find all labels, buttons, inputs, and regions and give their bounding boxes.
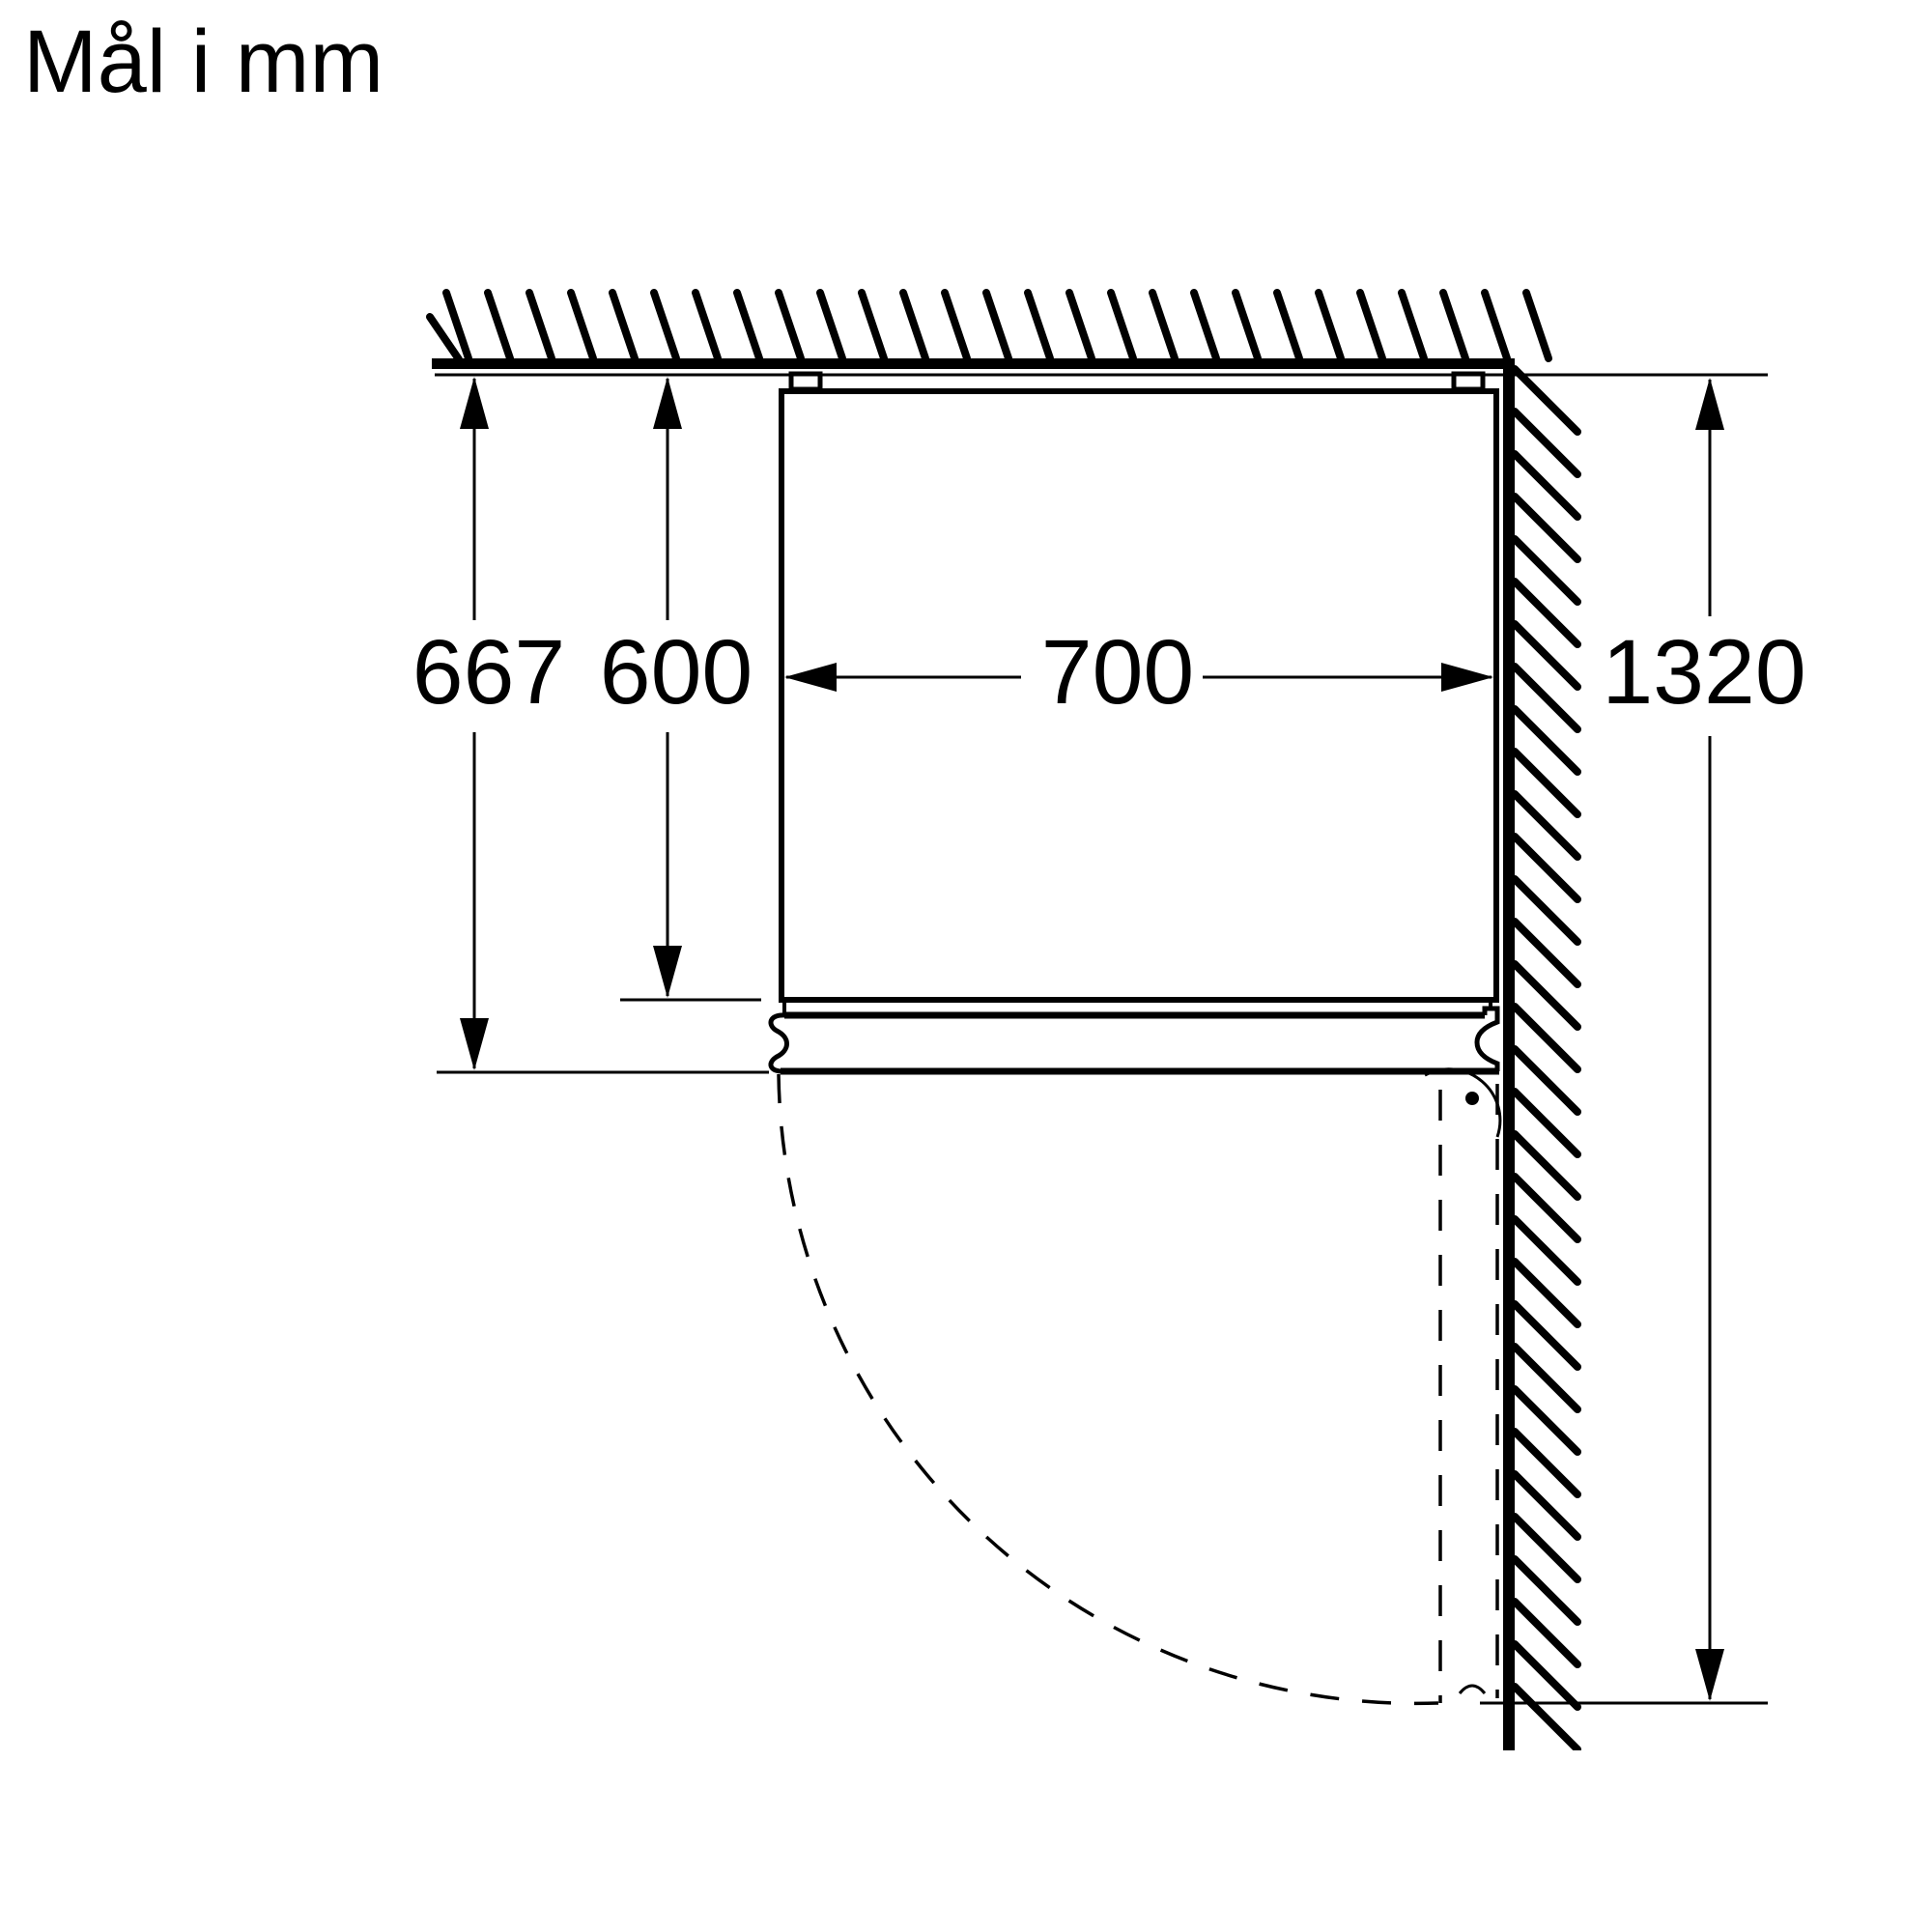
appliance-door [768,1000,1500,1075]
appliance-body [779,388,1499,1003]
hatch-stroke [1315,289,1345,362]
hatch-stroke [1511,918,1581,988]
arrowhead-left-icon [784,663,837,692]
hatch-stroke [1511,705,1581,776]
hatch-stroke [1511,365,1581,436]
arrowhead-up-icon [460,377,489,429]
hatch-stroke [1190,289,1220,362]
hatch-stroke [941,289,971,362]
hatch-stroke [1511,663,1581,733]
hatch-stroke [1511,1598,1581,1668]
hatch-stroke [526,289,555,362]
hatch-stroke [692,289,722,362]
open-door-edge-bump [1458,1684,1487,1694]
hatch-stroke [1273,289,1303,362]
hatch-stroke [1511,620,1581,691]
hatch-stroke [1511,1130,1581,1201]
hatch-stroke [442,289,472,362]
hatch-stroke [1511,408,1581,478]
hatch-stroke [484,289,514,362]
arrowhead-down-icon [653,946,682,998]
hinge-pivot-dot [1465,1092,1479,1105]
hatch-stroke [1511,578,1581,648]
hatch-stroke [1511,833,1581,903]
door-swing [777,1067,1502,1706]
hatch-stroke [1511,790,1581,861]
hatch-stroke [816,289,846,362]
wall-right-line [1503,358,1515,1750]
hatch-stroke [1511,450,1581,521]
hatch-stroke [1511,1343,1581,1413]
hatch-stroke [1511,960,1581,1031]
wall-hatching-top [426,289,1552,363]
hatch-stroke [567,289,597,362]
hatch-stroke [1511,875,1581,946]
hatch-stroke [1511,1470,1581,1541]
hatch-stroke [775,289,805,362]
hatch-stroke [609,289,639,362]
hatch-stroke [1511,1003,1581,1073]
hatch-stroke [1511,1555,1581,1626]
wall-hatching-right [1511,365,1581,1750]
dimension-1320: 1320 [1602,378,1806,1701]
hatch-stroke [1439,289,1469,362]
hatch-stroke [1511,1300,1581,1371]
hatch-stroke [982,289,1012,362]
dim-label-total-depth: 667 [412,621,566,724]
hatch-stroke [899,289,929,362]
hatch-stroke [1511,1258,1581,1328]
hatch-stroke [1232,289,1262,362]
hatch-stroke [1398,289,1428,362]
hatch-stroke [1065,289,1095,362]
hatch-stroke [1511,1385,1581,1456]
hatch-stroke [1511,493,1581,563]
hinge-rotation-arc [1424,1067,1502,1138]
arrowhead-up-icon [1695,378,1724,430]
hatch-stroke [426,313,463,363]
hatch-stroke [1511,1513,1581,1583]
dim-label-side-wall: 1320 [1602,621,1805,724]
arrowhead-up-icon [653,377,682,429]
diagram-title: Mål i mm [23,13,384,111]
hatch-stroke [1511,1683,1581,1750]
hatch-stroke [1356,289,1386,362]
hatch-stroke [1511,1640,1581,1711]
hinge-left [788,371,823,392]
arrowhead-right-icon [1441,663,1493,692]
hatch-stroke [1481,289,1511,362]
hatch-stroke [1511,1045,1581,1116]
wall-top-line [432,358,1515,369]
hatch-stroke [858,289,888,362]
dim-label-body-depth: 600 [600,621,753,724]
hinge-right [1451,371,1486,392]
arrowhead-down-icon [460,1018,489,1070]
door-swing-arc-dashed [777,1073,1439,1706]
dimension-600: 600 [600,377,753,998]
dimension-700: 700 [784,621,1493,724]
door-left-edge-profile [768,1012,789,1074]
hatch-stroke [1107,289,1137,362]
arrowhead-down-icon [1695,1649,1724,1701]
hatch-stroke [1511,1173,1581,1243]
hatch-stroke [1511,748,1581,818]
hatch-stroke [1522,289,1552,362]
hatch-stroke [733,289,763,362]
hatch-stroke [1511,1428,1581,1498]
hatch-stroke [1511,1215,1581,1286]
door-right-edge-profile [1474,1006,1500,1071]
hatch-stroke [1024,289,1054,362]
hatch-stroke [1511,535,1581,606]
hatch-stroke [650,289,680,362]
hatch-stroke [1511,1088,1581,1158]
dimension-667: 667 [412,377,566,1070]
hatch-stroke [1149,289,1179,362]
dim-label-width: 700 [1041,621,1195,724]
